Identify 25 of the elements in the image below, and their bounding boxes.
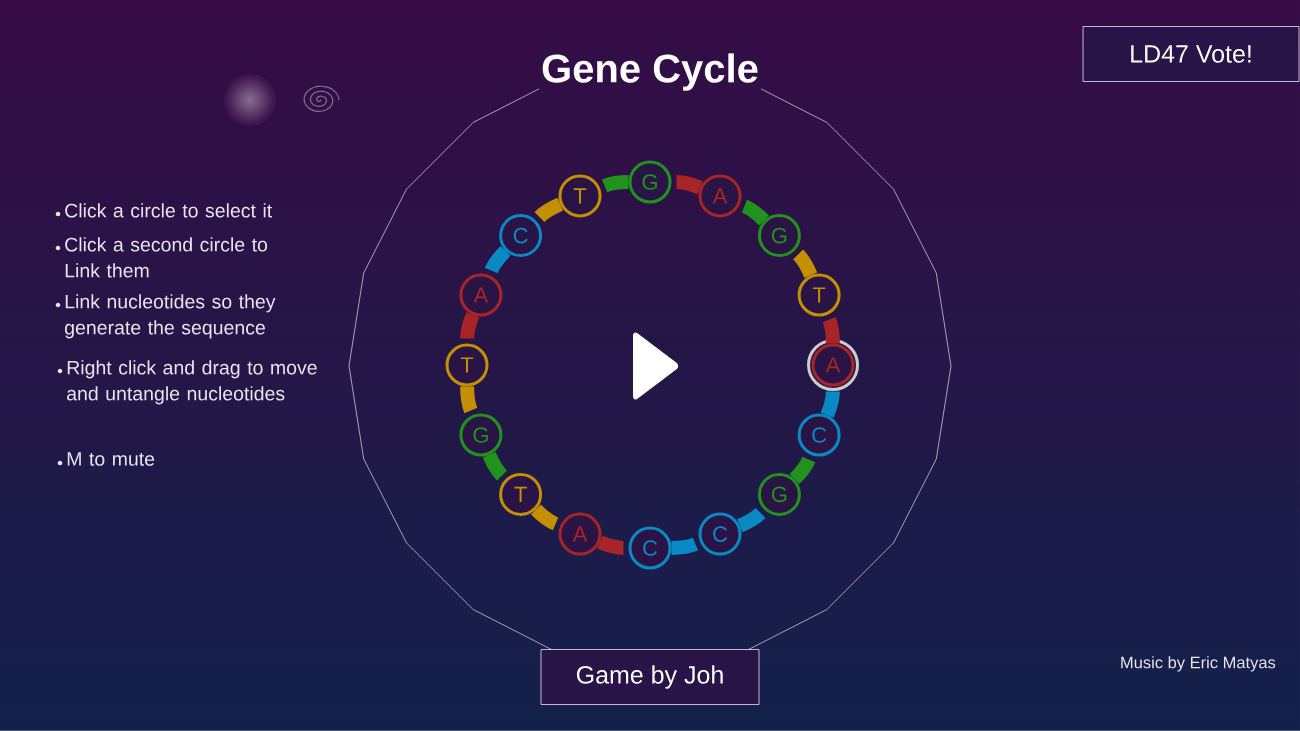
instruction-text: Click a second circle to Link them: [55, 237, 268, 278]
link-arc: [820, 391, 840, 418]
instruction-text: Link nucleotides so they generate the sequence: [55, 294, 276, 339]
link-arc: [741, 199, 770, 226]
link-arc: [531, 504, 559, 531]
link-arc: [482, 452, 508, 481]
instruction-text: M to mute: [57, 452, 155, 466]
instruction-text: Click a circle to select it: [55, 203, 273, 218]
link-arc: [602, 175, 629, 193]
title: Gene Cycle: [539, 51, 761, 93]
link-arc: [789, 456, 816, 485]
link-arc: [484, 246, 511, 274]
link-arc: [676, 175, 703, 195]
instruction-text: Right click and drag to move and untangle nucleotides: [57, 360, 317, 405]
button: LD47 Vote!: [1082, 26, 1300, 82]
link-arc: [597, 535, 624, 555]
link-arc: [792, 249, 818, 278]
link-arc: [460, 386, 478, 413]
button: Game by Joh: [540, 649, 760, 705]
link-arc: [534, 197, 563, 223]
credit-text: Music by Eric Matyas: [1121, 656, 1276, 672]
link-arc: [737, 507, 766, 533]
link-arc: [822, 317, 840, 344]
link-arc: [460, 312, 480, 339]
link-arc: [671, 537, 698, 555]
